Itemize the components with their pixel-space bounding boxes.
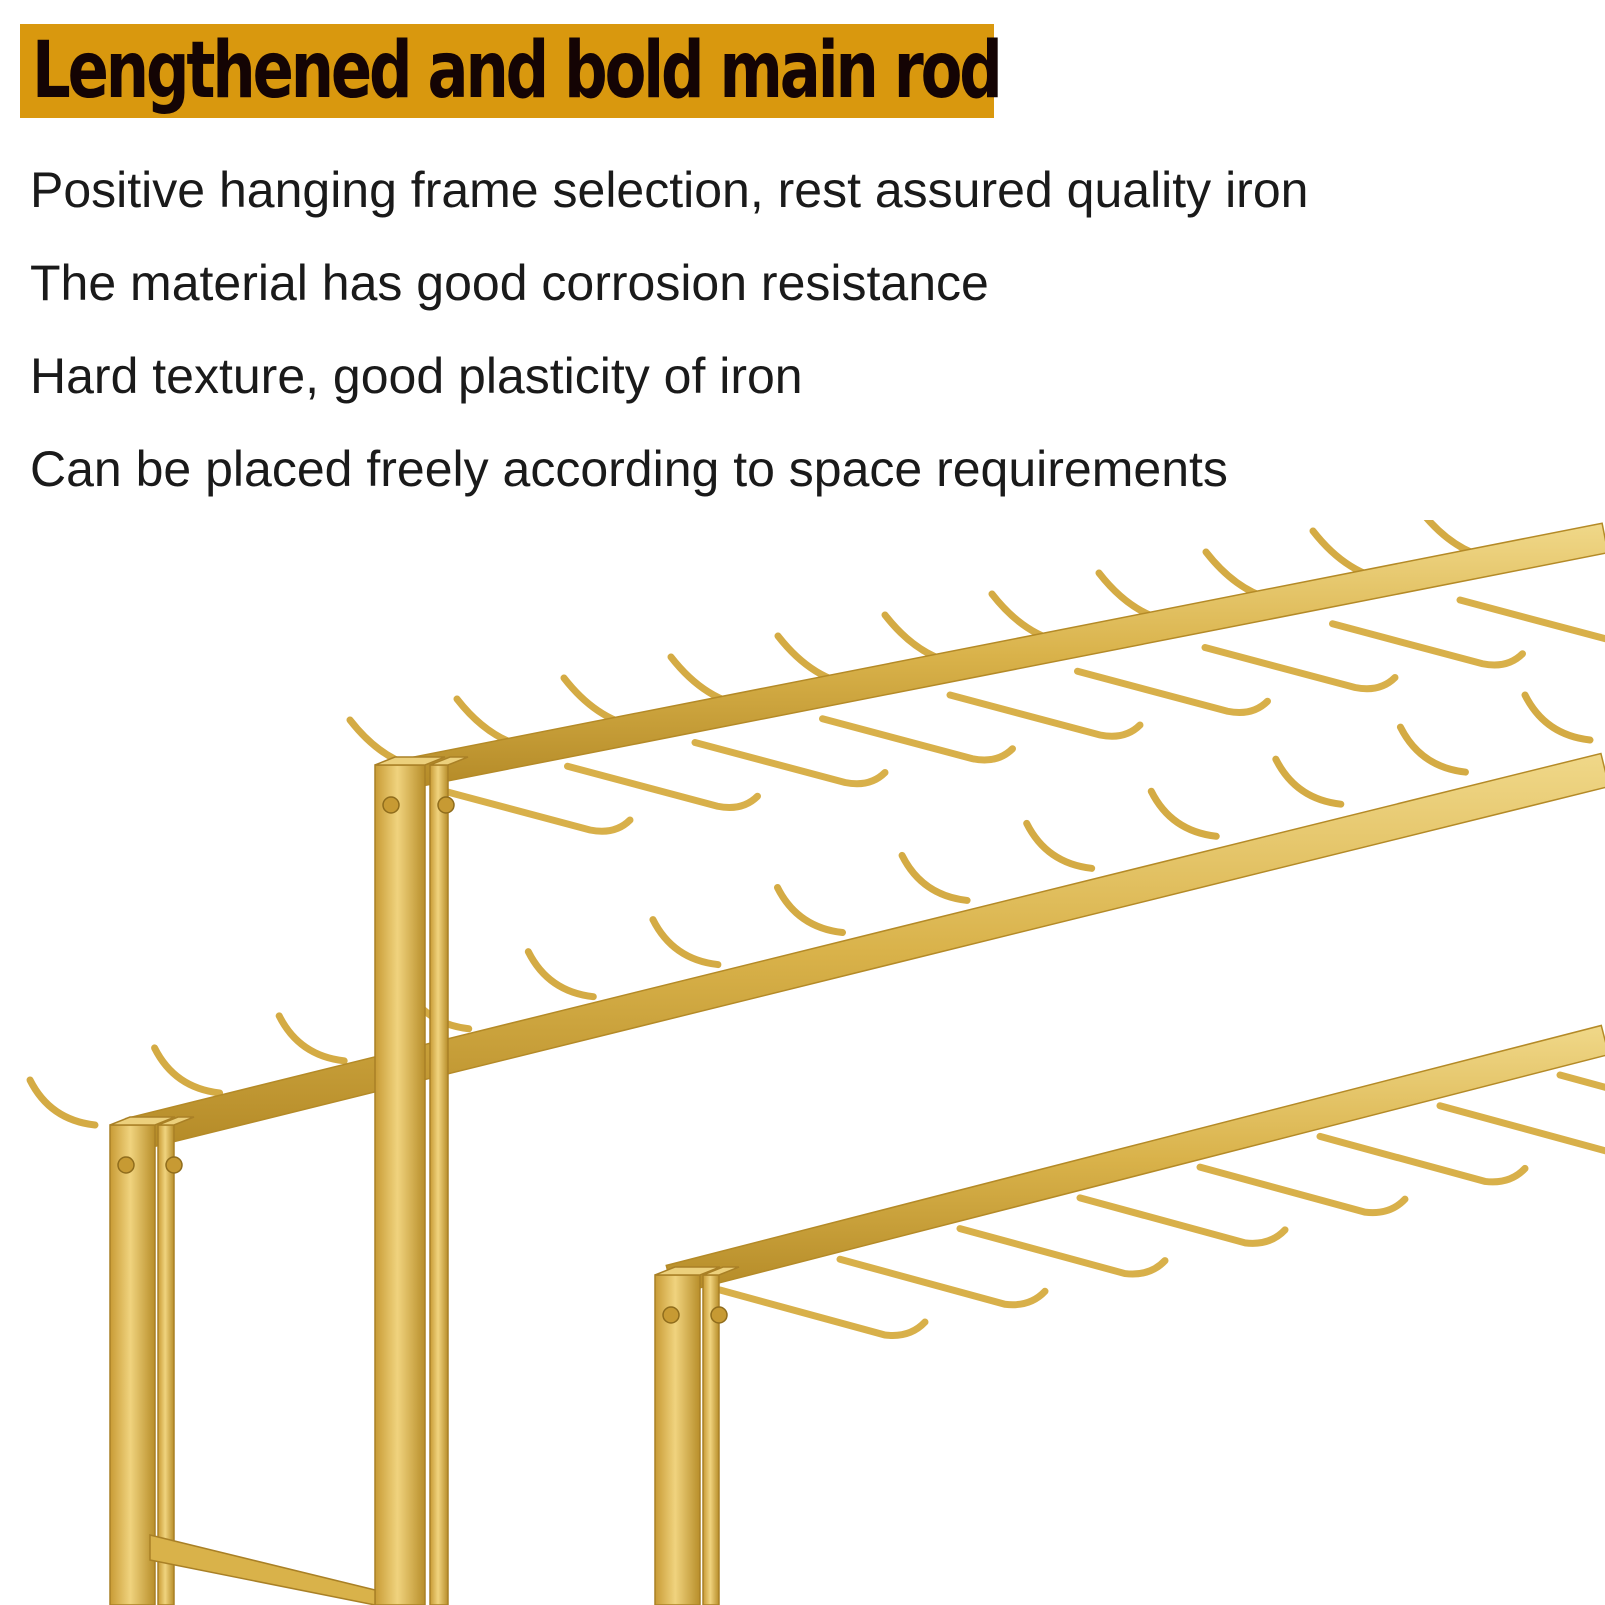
lower-post-side — [702, 1274, 720, 1605]
page-title: Lengthened and bold main rod — [32, 26, 1003, 116]
hook-icon — [1396, 723, 1469, 776]
hook-icon — [1521, 691, 1594, 744]
left-tall-post — [374, 764, 426, 1605]
hook-icon — [1147, 787, 1220, 840]
hook-icon — [649, 916, 722, 969]
feature-item: Can be placed freely according to space … — [30, 441, 1228, 497]
front-left-post — [109, 1124, 156, 1605]
bolt-icon — [710, 1306, 728, 1324]
lower-post-side-cap — [702, 1266, 740, 1276]
hook-icon — [275, 1012, 348, 1065]
hook-icon — [819, 715, 1016, 764]
hook-icon — [691, 739, 889, 788]
bolt-icon — [382, 796, 400, 814]
lower-rod-bar — [665, 1024, 1605, 1296]
bolt-icon — [437, 796, 455, 814]
lower-rod — [665, 1024, 1605, 1296]
feature-list: Positive hanging frame selection, rest a… — [30, 160, 1308, 532]
lower-hooks — [716, 1071, 1605, 1339]
bolt-icon — [117, 1156, 135, 1174]
hook-icon — [1201, 644, 1399, 693]
hook-icon — [524, 948, 597, 1001]
lower-post — [654, 1274, 701, 1605]
hook-icon — [1436, 1102, 1605, 1155]
front-hooks-upper — [436, 596, 1605, 835]
hook-icon — [716, 1286, 929, 1339]
hook-icon — [1023, 819, 1096, 872]
feature-item: Hard texture, good plasticity of iron — [30, 348, 803, 404]
hook-icon — [1456, 596, 1605, 643]
hook-icon — [836, 1255, 1049, 1309]
hook-icon — [1196, 1163, 1409, 1217]
feature-item: The material has good corrosion resistan… — [30, 255, 989, 311]
front-left-post-cap — [109, 1116, 176, 1126]
hook-icon — [1316, 1132, 1529, 1186]
hook-icon — [436, 786, 634, 835]
hook-icon — [151, 1044, 224, 1097]
hook-icon — [1076, 1194, 1289, 1247]
frame-posts — [109, 756, 740, 1605]
front-post-side — [157, 1124, 175, 1605]
hook-icon — [26, 1076, 99, 1129]
hook-icon — [564, 762, 761, 811]
tall-post-side — [429, 764, 449, 1605]
middle-back-hooks — [26, 691, 1594, 1129]
feature-item: Positive hanging frame selection, rest a… — [30, 162, 1309, 218]
hook-icon — [1272, 755, 1345, 808]
back-hooks — [346, 520, 1504, 774]
hook-icon — [898, 851, 971, 904]
upper-rod — [396, 522, 1605, 791]
upper-rod-bar — [396, 522, 1605, 791]
hook-icon — [774, 884, 846, 936]
front-post-side-cap — [157, 1116, 195, 1126]
left-tall-post-cap — [374, 756, 446, 766]
hook-icon — [1329, 620, 1526, 669]
hook-icon — [946, 691, 1144, 740]
hook-icon — [1556, 1071, 1605, 1091]
hook-icon — [1074, 667, 1271, 716]
hook-icon — [956, 1225, 1169, 1278]
title-banner: Lengthened and bold main rod — [20, 24, 1003, 118]
base-bar — [149, 1534, 376, 1605]
tall-post-side-cap — [429, 756, 469, 766]
bolt-icon — [165, 1156, 183, 1174]
bolt-icon — [662, 1306, 680, 1324]
gold-rack-illustration — [26, 520, 1605, 1605]
lower-post-cap — [654, 1266, 721, 1276]
